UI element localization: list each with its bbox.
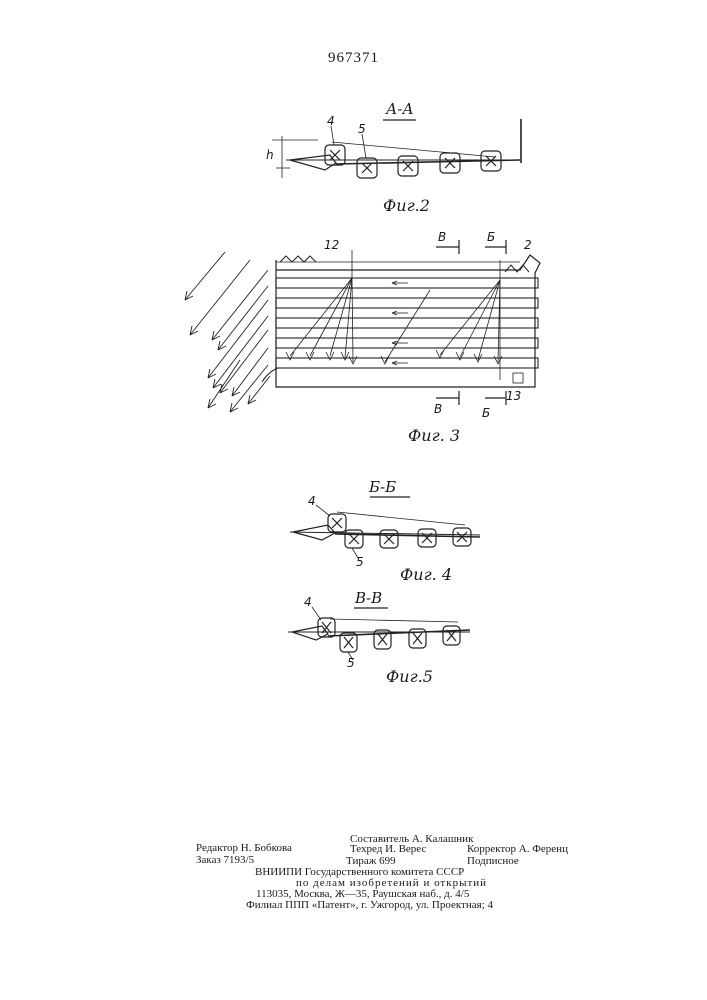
fig5-callout-5: 5 (347, 656, 355, 670)
imprint-subscription: Подписное (467, 855, 519, 868)
fig5-section-label: В-В (355, 589, 382, 607)
fig3-caption: Фиг. 3 (408, 426, 460, 445)
fig2-callout-5: 5 (358, 122, 366, 136)
fig2-roller (440, 153, 460, 173)
fig3-marker-b-bottom: Б (482, 406, 490, 420)
figure-5-drawing (288, 607, 470, 660)
fig3-callout-2: 2 (524, 238, 532, 252)
fig3-marker-v-bottom: В (434, 402, 442, 416)
fig2-callout-4: 4 (327, 114, 335, 128)
fig2-callout-h: h (266, 148, 274, 162)
fig4-callout-4: 4 (308, 494, 316, 508)
figure-4-drawing (290, 497, 480, 558)
imprint-order: Заказ 7193/5 (196, 854, 254, 867)
fig2-roller (398, 156, 418, 176)
fig4-callout-5: 5 (356, 555, 364, 569)
fig3-marker-v-top: В (438, 230, 446, 244)
fig5-caption: Фиг.5 (386, 667, 433, 686)
fig3-callout-13: 13 (506, 389, 521, 403)
fig5-callout-4: 4 (304, 595, 312, 609)
fig4-section-label: Б-Б (369, 478, 396, 496)
fig3-marker-b-top: Б (487, 230, 495, 244)
fig2-section-label: А-А (386, 100, 414, 118)
fig3-callout-12: 12 (324, 238, 339, 252)
fig4-caption: Фиг. 4 (400, 565, 452, 584)
figure-2-drawing (272, 119, 521, 178)
fig2-roller (357, 158, 377, 178)
fig2-caption: Фиг.2 (383, 196, 430, 215)
imprint-branch: Филиал ППП «Патент», г. Ужгород, ул. Про… (246, 899, 493, 912)
figure-3-drawing (185, 240, 540, 412)
